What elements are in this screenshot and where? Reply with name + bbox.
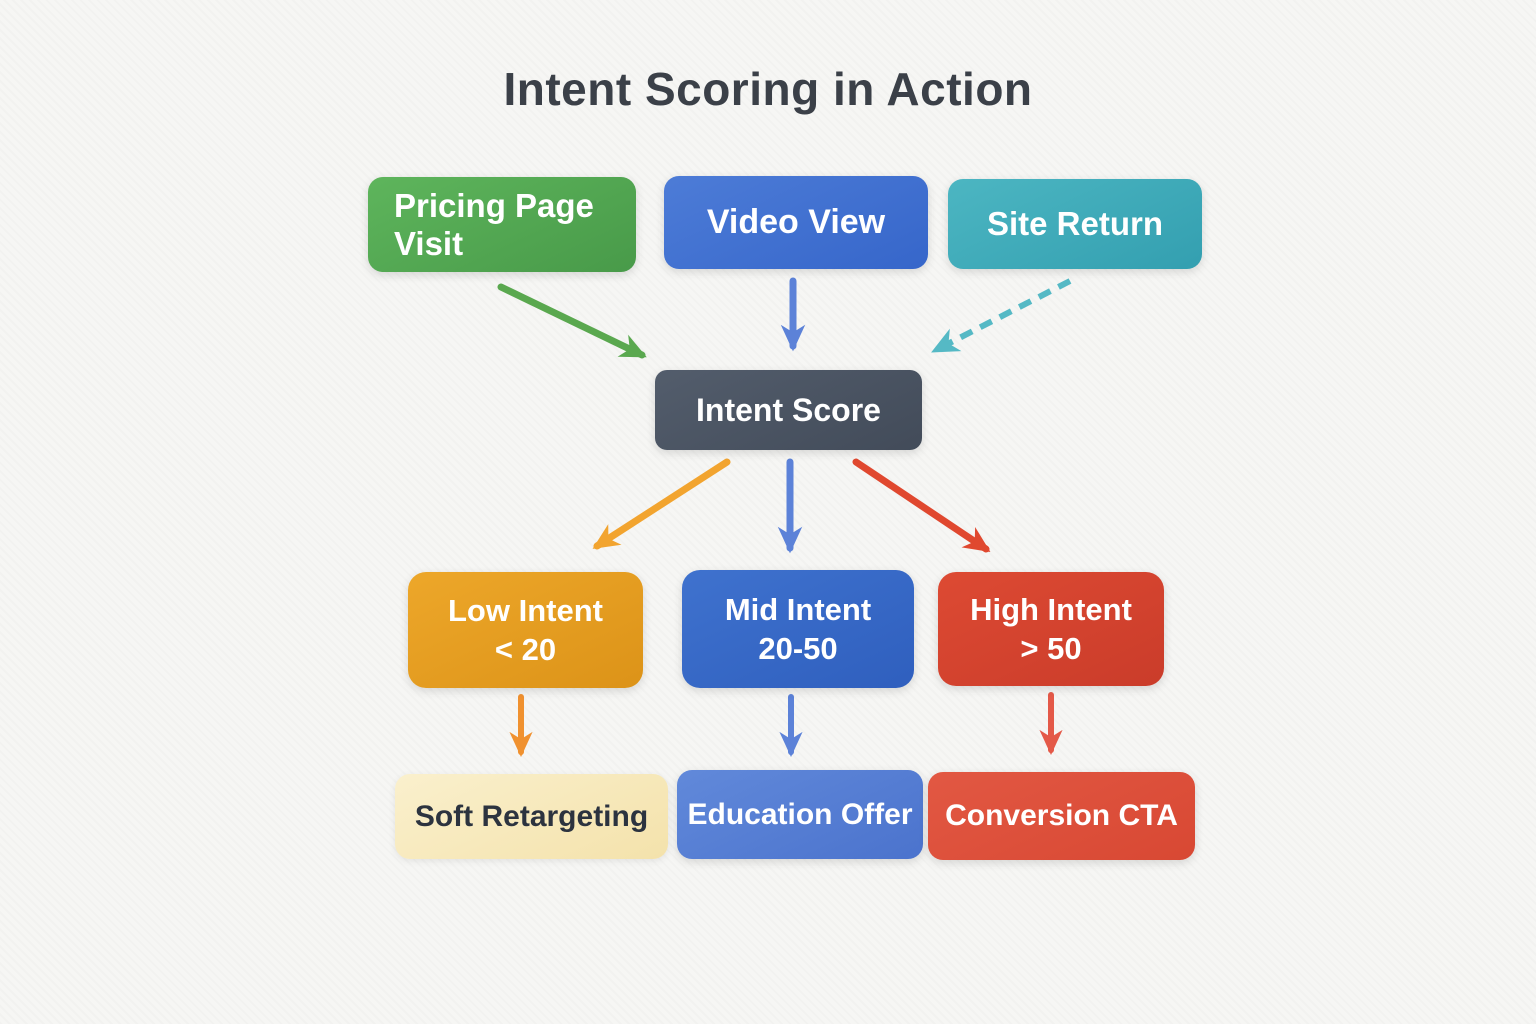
node-mid-intent: Mid Intent 20-50	[682, 570, 914, 688]
node-range: 20-50	[758, 631, 838, 666]
node-conversion-cta: Conversion CTA	[928, 772, 1195, 860]
edge-intent-to-low	[592, 458, 731, 550]
node-label: Site Return	[986, 205, 1164, 243]
node-label: Soft Retargeting	[414, 799, 649, 833]
node-label: High Intent	[970, 591, 1132, 627]
edge-intent-to-high	[852, 458, 991, 553]
node-range: < 20	[494, 632, 557, 667]
node-label: Mid Intent	[724, 591, 872, 627]
edge-site-return-to-intent	[931, 278, 1072, 353]
node-label: Conversion CTA	[945, 799, 1178, 832]
node-label: Pricing Page Visit	[394, 186, 594, 262]
node-label: Low Intent	[448, 592, 603, 628]
node-low-intent: Low Intent < 20	[408, 572, 643, 688]
node-video-view: Video View	[664, 176, 928, 269]
node-site-return: Site Return	[948, 179, 1202, 269]
edge-pricing-to-intent	[497, 283, 647, 359]
diagram-title: Intent Scoring in Action	[503, 63, 1033, 115]
node-soft-retargeting: Soft Retargeting	[395, 774, 668, 859]
node-label: Video View	[706, 203, 886, 242]
node-high-intent: High Intent > 50	[938, 572, 1164, 686]
node-intent-score: Intent Score	[655, 370, 922, 450]
node-label: Education Offer	[687, 797, 913, 831]
node-education-offer: Education Offer	[677, 770, 923, 859]
node-pricing-page-visit: Pricing Page Visit	[368, 177, 636, 272]
node-label: Intent Score	[696, 391, 881, 428]
node-range: > 50	[1020, 631, 1082, 666]
